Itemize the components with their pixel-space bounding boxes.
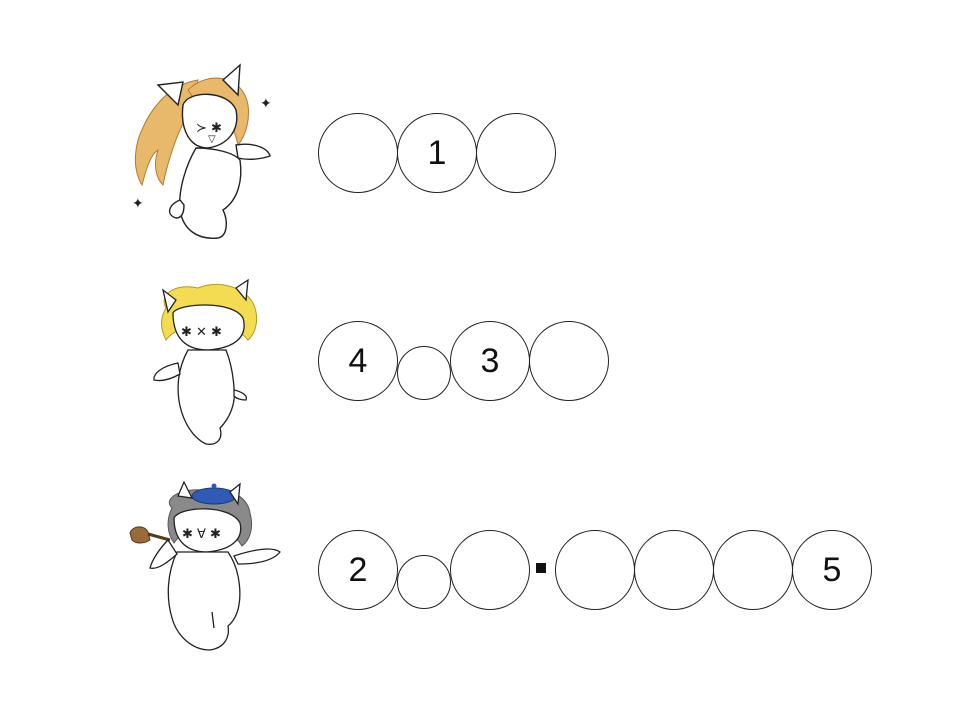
small-letter-cell[interactable]	[397, 555, 451, 609]
curly-yellow-hair-cat-girl-icon: ✱ ✕ ✱	[153, 278, 258, 445]
svg-text:✦: ✦	[132, 196, 144, 212]
character-1-avatar: ≻ ✱ ▽ ✦ ✦	[128, 60, 278, 245]
letter-cell[interactable]	[529, 321, 609, 401]
blonde-long-hair-cat-girl-icon: ≻ ✱ ▽ ✦ ✦	[132, 63, 272, 239]
svg-text:≻ ✱: ≻ ✱	[196, 121, 222, 136]
letter-cell[interactable]	[555, 530, 635, 610]
letter-cell[interactable]: 3	[450, 321, 530, 401]
svg-text:✦: ✦	[260, 96, 272, 112]
letter-cell[interactable]	[450, 530, 530, 610]
svg-text:▽: ▽	[208, 134, 216, 145]
letter-cell[interactable]: 4	[318, 321, 398, 401]
beret-grey-hair-cat-girl-icon: ✱ ∀ ✱	[129, 480, 281, 651]
separator-dot	[536, 563, 546, 573]
character-2-avatar: ✱ ✕ ✱	[148, 278, 268, 453]
letter-cell[interactable]	[318, 113, 398, 193]
svg-text:✱ ∀ ✱: ✱ ∀ ✱	[182, 527, 221, 542]
letter-cell[interactable]	[634, 530, 714, 610]
letter-cell[interactable]: 2	[318, 530, 398, 610]
small-letter-cell[interactable]	[397, 346, 451, 400]
svg-text:✱ ✕ ✱: ✱ ✕ ✱	[181, 325, 222, 340]
letter-cell[interactable]: 5	[792, 530, 872, 610]
letter-cell[interactable]	[476, 113, 556, 193]
letter-cell[interactable]	[713, 530, 793, 610]
character-3-avatar: ✱ ∀ ✱	[122, 478, 287, 656]
letter-cell[interactable]: 1	[397, 113, 477, 193]
